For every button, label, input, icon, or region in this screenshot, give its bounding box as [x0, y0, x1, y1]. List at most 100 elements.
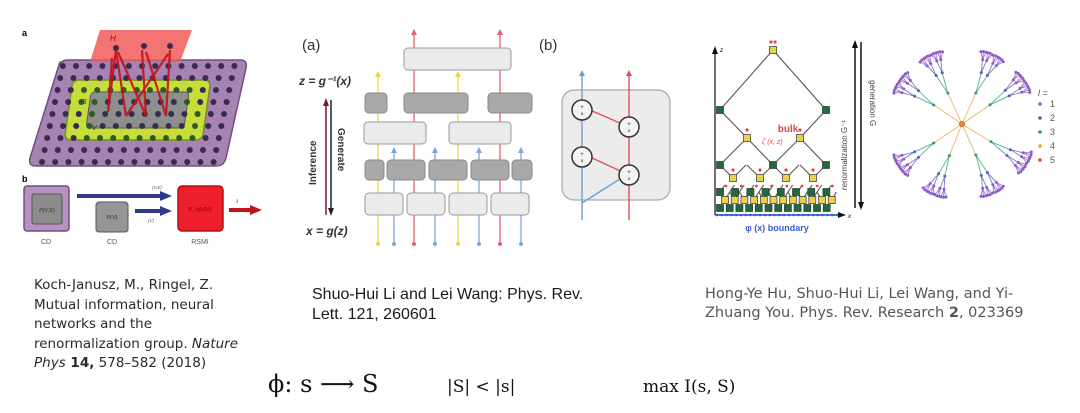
tree-edge	[910, 157, 919, 168]
lattice-dot	[173, 147, 180, 153]
lattice-dot	[213, 147, 220, 153]
node-times: ×	[627, 177, 631, 183]
bulk-dot	[769, 40, 773, 44]
buffer-label: B	[82, 99, 87, 106]
input-dot	[519, 242, 523, 246]
boundary-dot	[744, 213, 748, 217]
boundary-dot	[739, 213, 743, 217]
tree-edge	[987, 63, 994, 76]
citation-text: renormalization group.	[34, 335, 192, 352]
box-p-ve-caption: CD	[41, 239, 51, 246]
network-block	[403, 47, 512, 71]
tree-edge	[910, 80, 919, 91]
lattice-dot	[189, 75, 196, 81]
disentangler	[779, 196, 788, 204]
legend-swatch	[1038, 116, 1042, 120]
boundary-dot	[754, 213, 757, 217]
figure-rsmi: a H E B V b P(V,E) CD P(V) CD P_Λ(H|V) R…	[22, 28, 262, 246]
tree-edge	[929, 173, 939, 184]
network-block	[428, 159, 468, 181]
lattice-dot	[97, 135, 103, 141]
network-edge	[719, 137, 748, 166]
bulk-dot	[800, 184, 804, 188]
citation-hu-li-wang-you: Hong-Ye Hu, Shuo-Hui Li, Lei Wang, and Y…	[705, 285, 1075, 323]
isometry	[822, 161, 830, 169]
input-dot	[392, 242, 396, 246]
network-edge	[719, 109, 748, 139]
tree-node	[899, 77, 903, 81]
disentangler	[729, 174, 737, 182]
tree-edge	[980, 175, 988, 188]
tree-edge	[903, 88, 915, 97]
tree-node	[938, 50, 942, 54]
lattice-dot	[173, 87, 180, 93]
tree-edge	[980, 175, 984, 189]
tree-node	[892, 89, 896, 93]
network-edge	[787, 184, 794, 193]
tree-node	[931, 192, 935, 196]
tree-node	[923, 56, 927, 60]
tree-edge	[975, 75, 988, 94]
tree-edge	[987, 172, 994, 185]
tree-node	[1000, 186, 1004, 190]
lattice-dot	[99, 123, 106, 129]
disentangler	[756, 174, 764, 182]
boundary-dot	[715, 213, 719, 217]
bulk-label: bulk	[778, 124, 799, 135]
lattice-dot	[75, 111, 82, 117]
boundary-dot	[830, 213, 834, 217]
lattice-dot	[184, 99, 190, 105]
legend-label: 5	[1050, 155, 1055, 165]
equation-z: z = g⁻¹(x)	[298, 74, 351, 88]
disentangler	[789, 196, 797, 204]
environment-label: E	[58, 62, 63, 68]
lattice-dot	[152, 63, 159, 69]
arrow-head	[411, 29, 417, 35]
lattice-dot	[83, 75, 90, 81]
lattice-dot	[99, 63, 106, 69]
affine-node: +×	[571, 146, 593, 168]
tree-node	[895, 82, 899, 86]
lattice-dot	[221, 111, 227, 117]
lattice-dot	[126, 123, 132, 129]
arrow-label-ve: {V,E}	[152, 185, 162, 190]
lattice-dot	[52, 159, 59, 165]
lattice-dot	[184, 159, 191, 165]
lattice-dot	[96, 75, 103, 81]
boundary-dot	[758, 213, 762, 217]
tree-edge	[980, 59, 984, 73]
boundary-dot	[725, 213, 728, 217]
article-number: , 023369	[958, 305, 1024, 321]
lattice-dot	[160, 87, 167, 93]
tree-node	[899, 167, 903, 171]
disentangler	[796, 134, 804, 142]
tree-edge	[930, 63, 937, 76]
lattice-dot	[207, 111, 214, 117]
lattice-dot	[226, 87, 233, 93]
boundary-dot	[734, 213, 738, 217]
tree-node	[984, 194, 988, 198]
tree-edge	[989, 95, 1010, 106]
tree-edge	[939, 175, 946, 189]
boundary-dot	[797, 213, 800, 217]
panel-a-label: a	[22, 28, 28, 38]
tree-node	[1026, 86, 1030, 90]
disentangler	[730, 196, 739, 204]
lattice-dot	[44, 135, 51, 141]
equation-mapping: ϕ: s ⟶ S	[268, 370, 379, 398]
tree-node	[1029, 153, 1033, 157]
inference-label: Inference	[308, 140, 319, 185]
tree-node	[925, 54, 929, 58]
lattice-dot	[120, 147, 127, 153]
arrow-head	[375, 71, 381, 77]
isometry	[764, 204, 773, 212]
citation-line: Mutual information, neural	[34, 296, 214, 313]
lattice-dot	[176, 135, 183, 141]
arrow-head	[455, 71, 461, 77]
isometry	[735, 204, 744, 212]
lattice-dot	[94, 147, 101, 153]
lattice-dot	[147, 87, 153, 93]
legend-label: 2	[1050, 113, 1055, 123]
lattice-dot	[202, 75, 209, 81]
tree-edge	[936, 60, 943, 73]
